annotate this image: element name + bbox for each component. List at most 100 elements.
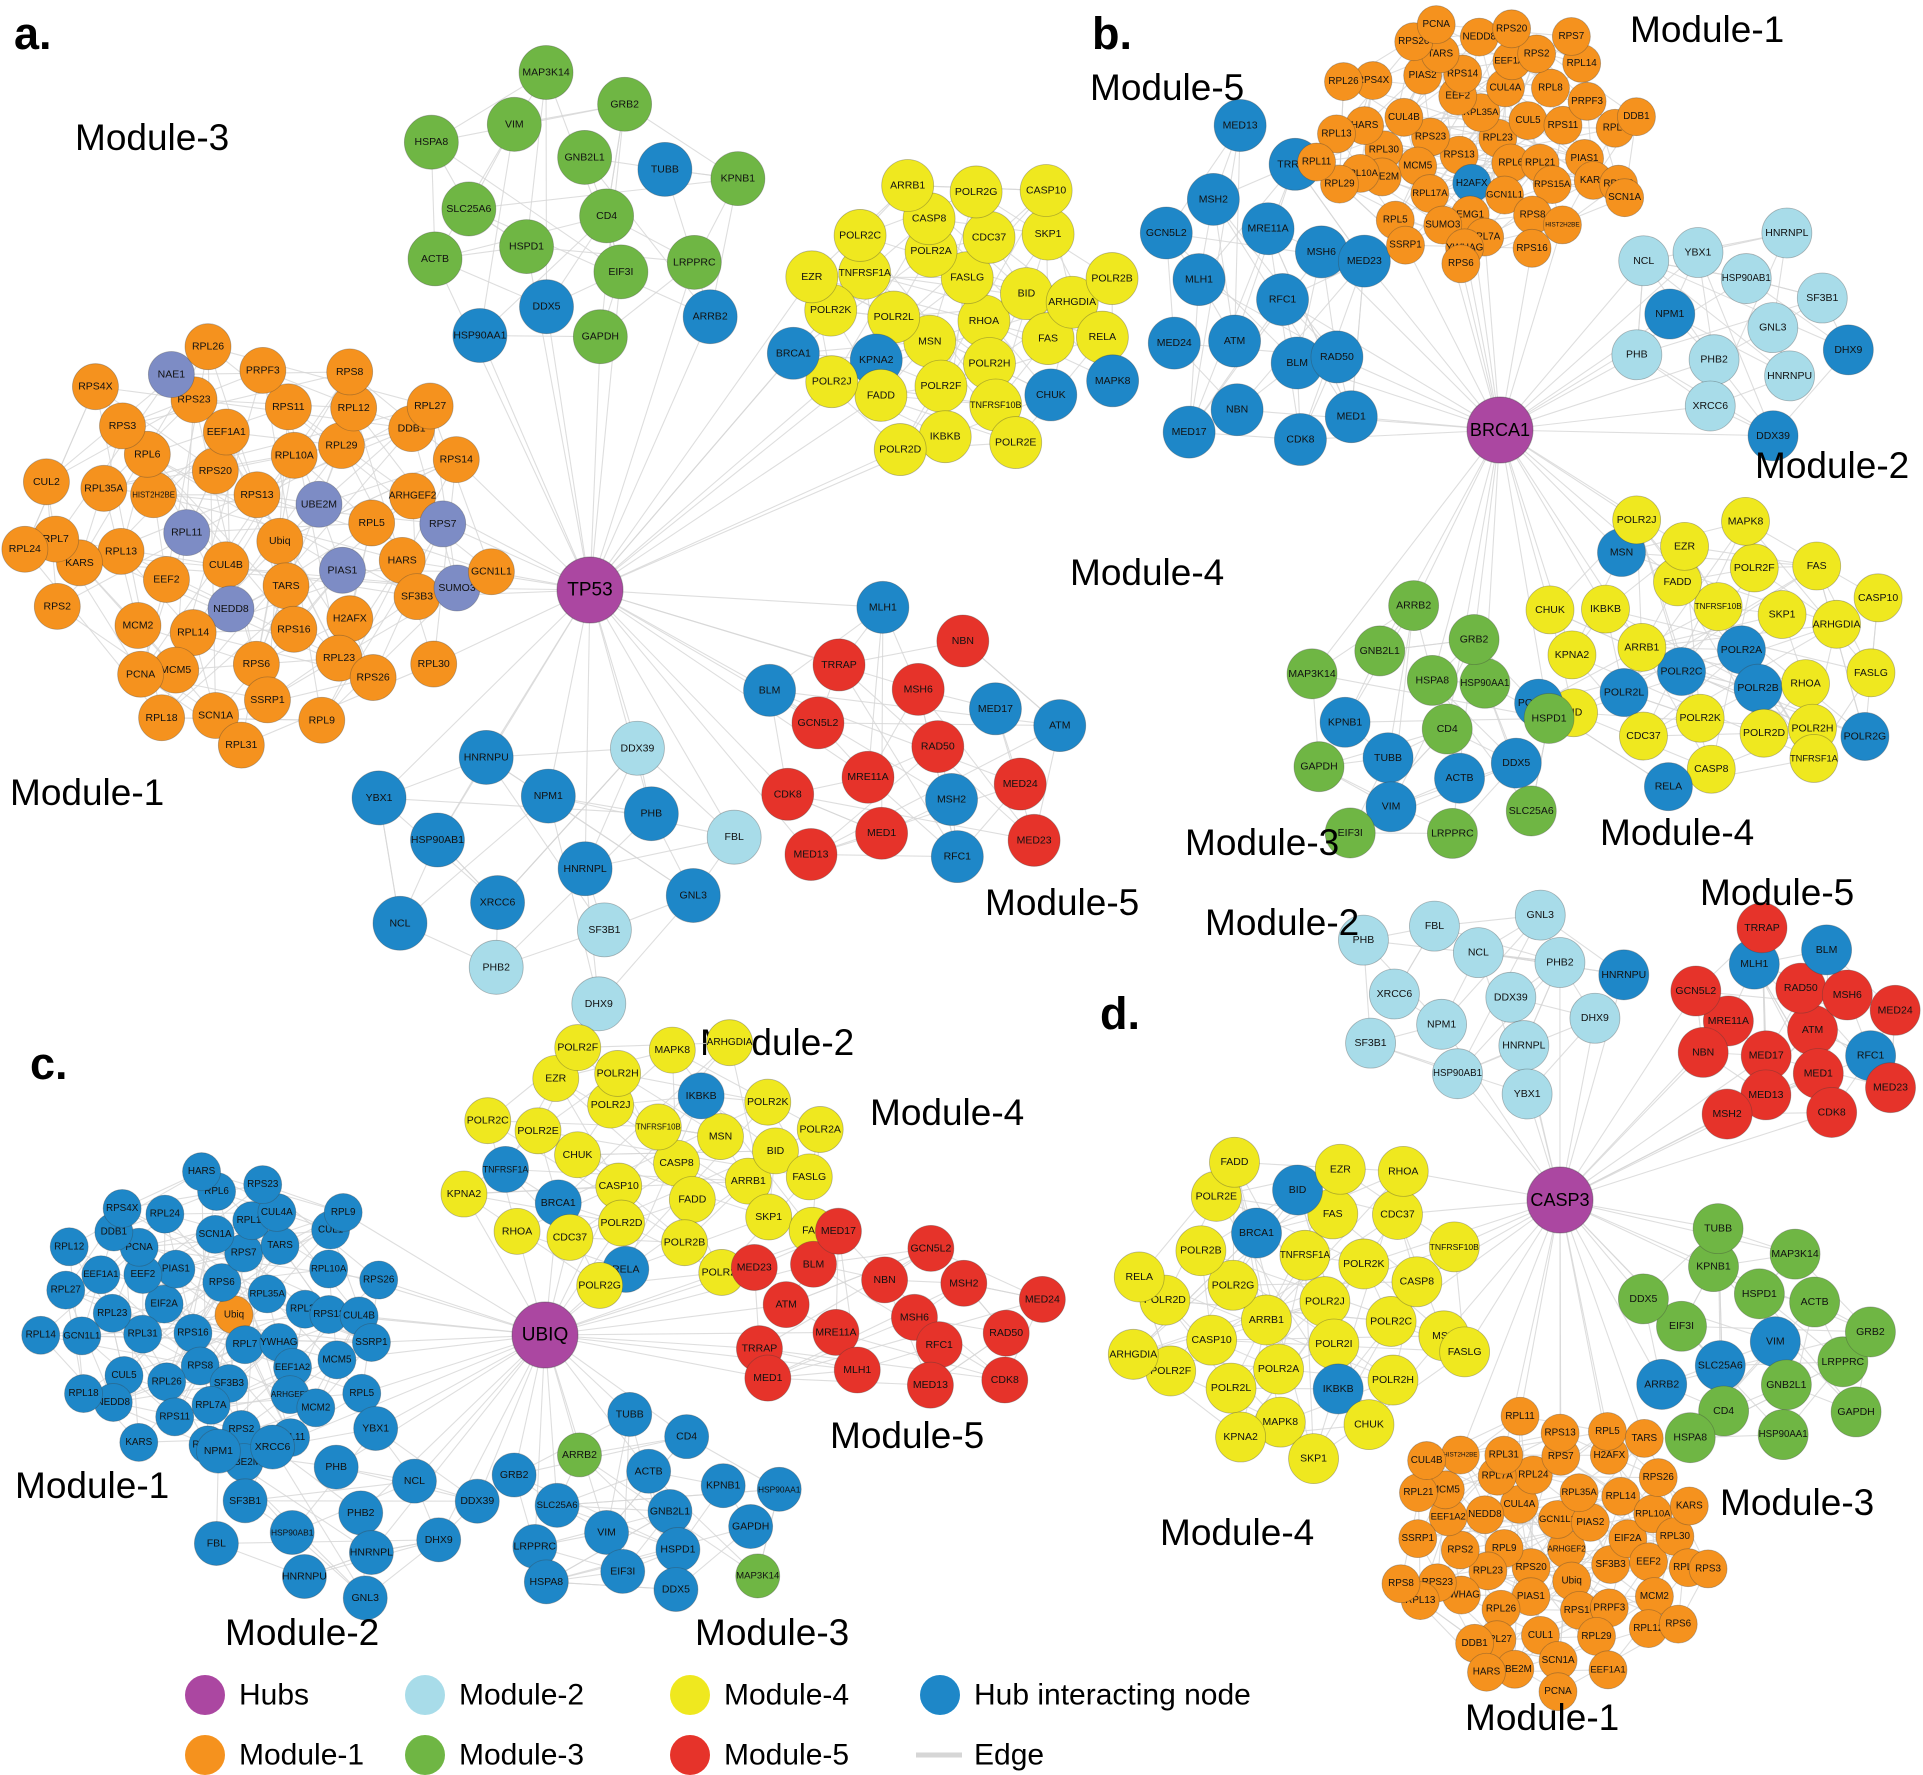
node-phb2[interactable]: PHB2: [338, 1490, 384, 1536]
node-circle[interactable]: [744, 1078, 792, 1126]
node-circle[interactable]: [648, 1026, 696, 1074]
node-map3k14[interactable]: MAP3K14: [1286, 648, 1338, 700]
node-circle[interactable]: [1452, 927, 1504, 979]
node-circle[interactable]: [571, 976, 627, 1032]
node-circle[interactable]: [682, 289, 738, 345]
node-circle[interactable]: [270, 431, 318, 479]
node-circle[interactable]: [1865, 1062, 1916, 1114]
node-circle[interactable]: [1209, 1136, 1260, 1188]
node-circle[interactable]: [576, 902, 632, 958]
node-pcna[interactable]: PCNA: [117, 650, 165, 698]
node-polr2f[interactable]: POLR2F: [1145, 1345, 1197, 1397]
node-fadd[interactable]: FADD: [1653, 557, 1702, 607]
node-circle[interactable]: [123, 1314, 163, 1354]
node-rps15a[interactable]: RPS15A: [1532, 165, 1572, 204]
node-tnfrsf1a[interactable]: TNFRSF1A: [1279, 1229, 1331, 1281]
node-med23[interactable]: MED23: [1007, 813, 1061, 867]
node-med1[interactable]: MED1: [855, 806, 909, 860]
node-circle[interactable]: [1172, 253, 1226, 306]
node-circle[interactable]: [222, 1478, 268, 1524]
node-circle[interactable]: [1388, 580, 1440, 631]
node-circle[interactable]: [1253, 1343, 1304, 1395]
node-circle[interactable]: [724, 1157, 772, 1205]
node-skp1[interactable]: SKP1: [1021, 207, 1075, 261]
node-circle[interactable]: [514, 1107, 562, 1155]
node-hist2h2be[interactable]: HIST2H2BE: [130, 471, 177, 519]
node-rpl18[interactable]: RPL18: [138, 694, 186, 742]
node-rps2[interactable]: RPS2: [1517, 34, 1557, 74]
node-arhgdia[interactable]: ARHGDIA: [706, 1019, 753, 1067]
node-gcn1l1[interactable]: GCN1L1: [1485, 175, 1524, 215]
node-circle[interactable]: [1845, 1306, 1896, 1358]
node-mapk8[interactable]: MAPK8: [648, 1026, 696, 1074]
node-circle[interactable]: [1739, 708, 1789, 758]
node-map3k14[interactable]: MAP3K14: [735, 1553, 781, 1599]
node-circle[interactable]: [1660, 521, 1709, 571]
node-ezr[interactable]: EZR: [1660, 521, 1709, 571]
node-pcna[interactable]: PCNA: [1538, 1672, 1578, 1712]
node-brca1[interactable]: BRCA1: [766, 326, 820, 380]
node-circle[interactable]: [163, 509, 211, 556]
node-circle[interactable]: [1801, 924, 1852, 976]
node-arhgdia[interactable]: ARHGDIA: [1812, 599, 1861, 649]
node-rpl31[interactable]: RPL31: [217, 721, 265, 769]
node-arrb2[interactable]: ARRB2: [1388, 580, 1440, 631]
node-mapk8[interactable]: MAPK8: [1254, 1396, 1306, 1448]
node-ybx1[interactable]: YBX1: [353, 1406, 399, 1451]
node-circle[interactable]: [389, 472, 436, 520]
node-cdk8[interactable]: CDK8: [761, 767, 815, 821]
node-med24[interactable]: MED24: [993, 757, 1047, 811]
node-circle[interactable]: [62, 1316, 102, 1356]
node-cd4[interactable]: CD4: [1421, 703, 1473, 755]
node-circle[interactable]: [191, 1385, 231, 1425]
node-circle[interactable]: [1657, 647, 1706, 696]
node-circle[interactable]: [1398, 1519, 1438, 1559]
node-circle[interactable]: [1761, 207, 1813, 259]
node-tnfrsf10b[interactable]: TNFRSF10B: [1428, 1221, 1480, 1273]
node-circle[interactable]: [989, 416, 1043, 469]
node-circle[interactable]: [1764, 350, 1816, 402]
node-rpl9[interactable]: RPL9: [298, 696, 346, 744]
node-gnl3[interactable]: GNL3: [342, 1575, 388, 1621]
node-casp8[interactable]: CASP8: [1686, 744, 1736, 794]
node-rpl24[interactable]: RPL24: [145, 1194, 185, 1234]
node-med24[interactable]: MED24: [1018, 1276, 1066, 1323]
node-circle[interactable]: [319, 546, 366, 594]
node-circle[interactable]: [1721, 496, 1770, 546]
node-circle[interactable]: [470, 875, 525, 930]
node-fbl[interactable]: FBL: [706, 809, 762, 865]
node-circle[interactable]: [46, 1270, 86, 1310]
node-circle[interactable]: [1523, 693, 1575, 744]
node-dhx9[interactable]: DHX9: [1569, 992, 1621, 1044]
node-polr2a[interactable]: POLR2A: [796, 1106, 844, 1153]
node-sf3b3[interactable]: SF3B3: [393, 573, 441, 621]
node-circle[interactable]: [117, 650, 165, 698]
node-gcn1l1[interactable]: GCN1L1: [1538, 1500, 1577, 1539]
node-circle[interactable]: [1514, 889, 1566, 941]
node-cul4b[interactable]: CUL4B: [202, 541, 250, 589]
node-circle[interactable]: [64, 1374, 103, 1413]
node-phb[interactable]: PHB: [1611, 329, 1663, 381]
node-rps2[interactable]: RPS2: [33, 582, 81, 630]
node-rpl35a[interactable]: RPL35A: [80, 464, 128, 512]
node-circle[interactable]: [323, 1193, 363, 1232]
node-xrcc6[interactable]: XRCC6: [470, 875, 525, 930]
node-ezr[interactable]: EZR: [785, 250, 839, 304]
node-circle[interactable]: [557, 841, 613, 897]
node-circle[interactable]: [805, 355, 859, 409]
node-circle[interactable]: [1386, 225, 1425, 265]
node-circle[interactable]: [1551, 17, 1591, 56]
node-rpl23[interactable]: RPL23: [315, 634, 363, 682]
node-vim[interactable]: VIM: [486, 96, 542, 152]
node-cd4[interactable]: CD4: [1698, 1385, 1750, 1437]
node-rps6[interactable]: RPS6: [1441, 244, 1481, 284]
node-circle[interactable]: [1686, 744, 1736, 794]
node-med13[interactable]: MED13: [784, 828, 838, 881]
node-circle[interactable]: [1085, 252, 1139, 305]
node-ddx5[interactable]: DDX5: [519, 279, 574, 335]
node-hars[interactable]: HARS: [1467, 1652, 1506, 1692]
node-circle[interactable]: [930, 830, 984, 884]
node-circle[interactable]: [33, 582, 81, 630]
node-circle[interactable]: [441, 181, 497, 237]
node-rps3[interactable]: RPS3: [1688, 1549, 1728, 1589]
